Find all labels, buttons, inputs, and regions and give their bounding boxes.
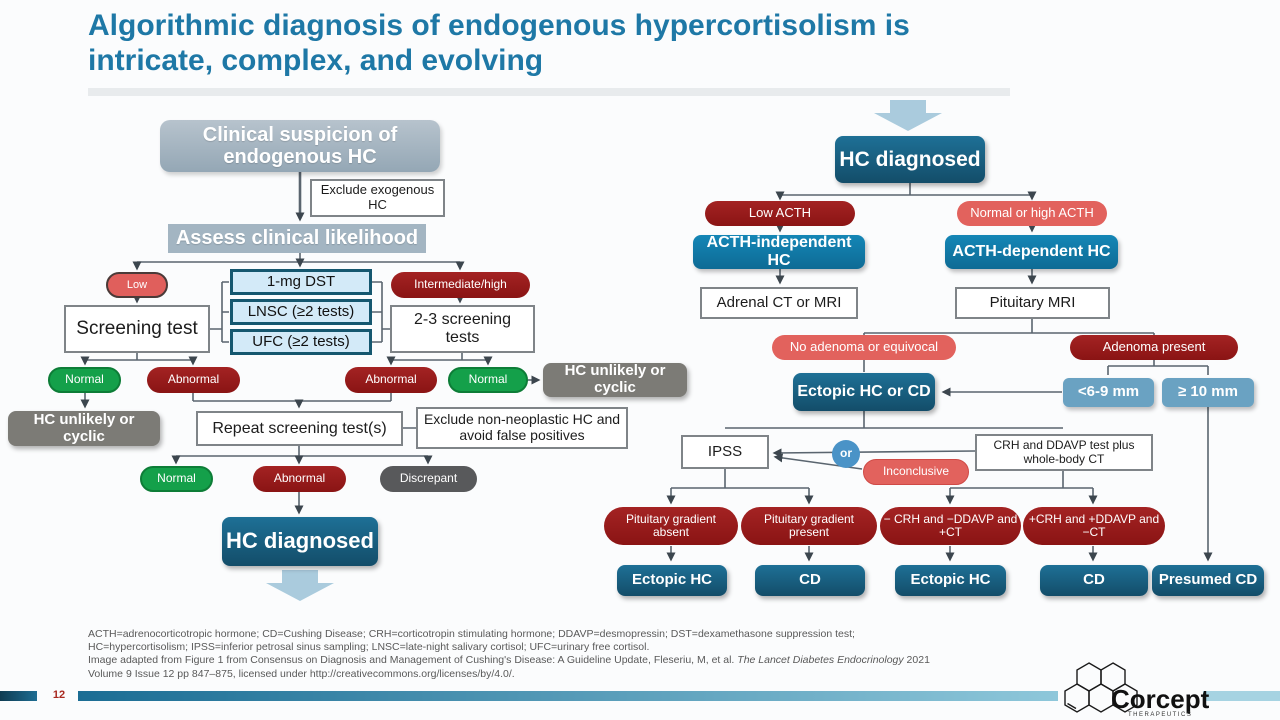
slide-title: Algorithmic diagnosis of endogenous hype… (88, 8, 1088, 78)
node-hc-diagnosed-right: HC diagnosed (835, 136, 985, 183)
node-cd-2: CD (1040, 565, 1148, 596)
footnote-line3-journal: The Lancet Diabetes Endocrinology (737, 654, 904, 667)
node-gradient-absent: Pituitary gradient absent (604, 507, 738, 545)
bottom-bar-right (1203, 691, 1280, 701)
footnote-line3-pre: Image adapted from Figure 1 from Consens… (88, 654, 738, 667)
bottom-bar-left (0, 691, 37, 701)
node-discrepant: Discrepant (380, 466, 477, 492)
node-normal-3: Normal (140, 466, 213, 492)
node-exclude-nonneoplastic: Exclude non-neoplastic HC and avoid fals… (416, 407, 628, 449)
node-abnormal-1: Abnormal (147, 367, 240, 393)
node-adenoma-present: Adenoma present (1070, 335, 1238, 360)
page-number: 12 (52, 689, 66, 701)
node-no-adenoma: No adenoma or equivocal (772, 335, 956, 360)
node-2-3-screening-tests: 2-3 screening tests (390, 305, 535, 353)
hexagon-rings-icon (1064, 662, 1138, 713)
node-cd-1: CD (755, 565, 865, 596)
node-ipss: IPSS (681, 435, 769, 469)
node-abnormal-2: Abnormal (345, 367, 437, 393)
footnote-line3-year: 2021 (903, 654, 930, 667)
node-pituitary-mri: Pituitary MRI (955, 287, 1110, 319)
node-screening-test: Screening test (64, 305, 210, 353)
node-ectopic-hc-1: Ectopic HC (617, 565, 727, 596)
trunk-lines (85, 183, 1209, 489)
logo-subtext: THERAPEUTICS (1128, 712, 1192, 718)
node-abnormal-3: Abnormal (253, 466, 346, 492)
footnote-line4: Volume 9 Issue 12 pp 847–875, licensed u… (88, 667, 515, 680)
footnote-line1: ACTH=adrenocorticotropic hormone; CD=Cus… (88, 628, 855, 640)
node-ge-10mm: ≥ 10 mm (1162, 378, 1254, 407)
node-presumed-cd: Presumed CD (1152, 565, 1264, 596)
node-crh-pos: +CRH and +DDAVP and −CT (1023, 507, 1165, 545)
node-ectopic-hc-or-cd: Ectopic HC or CD (793, 373, 935, 411)
node-hc-diagnosed-left: HC diagnosed (222, 517, 378, 566)
node-hc-unlikely-left: HC unlikely or cyclic (8, 411, 160, 446)
node-hc-unlikely-right: HC unlikely or cyclic (543, 362, 687, 397)
slide-title-line2: intricate, complex, and evolving (88, 44, 544, 78)
node-repeat-screening: Repeat screening test(s) (196, 411, 403, 446)
node-exclude-exogenous: Exclude exogenous HC (310, 179, 445, 217)
node-intermediate-high: Intermediate/high (391, 272, 530, 298)
node-crh-neg: − CRH and −DDAVP and +CT (880, 507, 1021, 545)
title-underline-bar (88, 88, 1010, 96)
node-test-lnsc: LNSC (≥2 tests) (230, 299, 372, 325)
node-lt-6-9mm: <6-9 mm (1063, 378, 1154, 407)
node-inconclusive: Inconclusive (863, 459, 969, 485)
logo-wordmark: Corcept (1111, 684, 1210, 714)
down-arrow-icon (874, 100, 942, 131)
node-low: Low (106, 272, 168, 298)
footnote: ACTH=adrenocorticotropic hormone; CD=Cus… (88, 628, 1048, 681)
footnote-line3: Image adapted from Figure 1 from Consens… (88, 654, 1048, 667)
node-ectopic-hc-2: Ectopic HC (895, 565, 1006, 596)
node-low-acth: Low ACTH (705, 201, 855, 226)
node-normal-2: Normal (448, 367, 528, 393)
node-normal-high-acth: Normal or high ACTH (957, 201, 1107, 226)
node-acth-dependent: ACTH-dependent HC (945, 235, 1118, 269)
down-arrow-icon (266, 570, 334, 601)
node-gradient-present: Pituitary gradient present (741, 507, 877, 545)
node-assess-likelihood: Assess clinical likelihood (168, 224, 426, 253)
node-adrenal-ct-mri: Adrenal CT or MRI (700, 287, 858, 319)
node-test-dst: 1-mg DST (230, 269, 372, 295)
corcept-logo: Corcept THERAPEUTICS (1064, 662, 1210, 718)
slide-title-line1: Algorithmic diagnosis of endogenous hype… (88, 9, 910, 42)
bottom-bar-main (78, 691, 1058, 701)
node-acth-independent: ACTH-independent HC (693, 234, 865, 269)
node-or: or (832, 440, 860, 468)
node-clinical-suspicion: Clinical suspicion of endogenous HC (160, 120, 440, 172)
footnote-line2: HC=hypercortisolism; IPSS=inferior petro… (88, 641, 650, 654)
arrow-lines (80, 172, 1213, 562)
node-normal-1: Normal (48, 367, 121, 393)
node-test-ufc: UFC (≥2 tests) (230, 329, 372, 355)
node-crh-ddavp-test: CRH and DDAVP test plus whole-body CT (975, 434, 1153, 471)
